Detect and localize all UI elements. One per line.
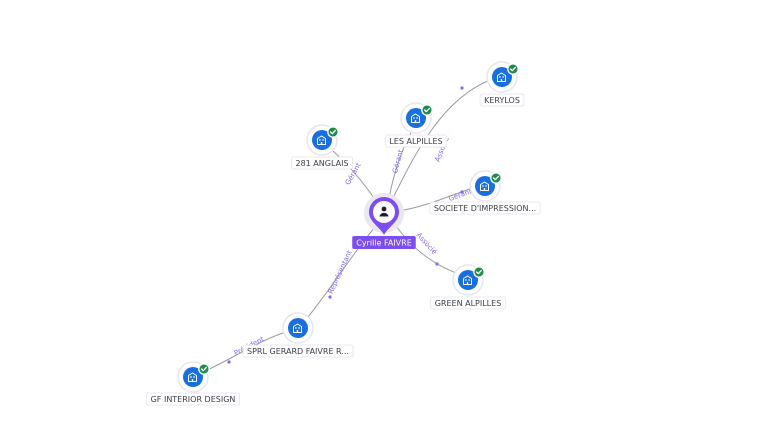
node-core: [288, 318, 308, 338]
node-label: GREEN ALPILLES: [430, 296, 506, 310]
nodes-layer: KERYLOS LES ALPILLES 281 ANGLAIS SOCIETE D'…: [146, 61, 541, 406]
node-societe-impression[interactable]: SOCIETE D'IMPRESSION...: [429, 170, 541, 215]
edge-line: [395, 225, 457, 274]
node-label: KERYLOS: [479, 93, 525, 107]
person-icon: [379, 206, 389, 217]
edge-arrow: [460, 86, 464, 90]
verified-check-icon: [327, 126, 339, 138]
node-label: 281 ANGLAIS: [291, 156, 353, 170]
building-icon: [463, 275, 472, 285]
edge-arrow: [460, 190, 464, 194]
edge-arrow: [328, 295, 332, 299]
center-node[interactable]: Cyrille FAIVRE: [352, 193, 416, 249]
building-icon: [293, 323, 302, 333]
node-label: SOCIETE D'IMPRESSION...: [429, 201, 541, 215]
node-core: [183, 367, 203, 387]
node-label-text: GREEN ALPILLES: [435, 299, 502, 308]
node-kerylos[interactable]: KERYLOS: [479, 61, 525, 107]
edge-line: [391, 79, 491, 201]
verified-check-icon: [507, 63, 519, 75]
node-label-text: SPRL GERARD FAIVRE R...: [247, 347, 349, 356]
node-gf-interior[interactable]: GF INTERIOR DESIGN: [146, 361, 240, 406]
node-label-text: GF INTERIOR DESIGN: [151, 395, 236, 404]
edge-label: Représentant: [327, 249, 354, 295]
edge-green-alpilles: Associé: [395, 225, 457, 274]
center-label: Cyrille FAIVRE: [352, 236, 416, 249]
node-281-anglais[interactable]: 281 ANGLAIS: [291, 124, 353, 170]
center-inner: [373, 201, 395, 223]
verified-check-icon: [421, 104, 433, 116]
node-label-text: KERYLOS: [484, 96, 520, 105]
building-icon: [497, 72, 506, 82]
verified-check-icon: [490, 172, 502, 184]
node-les-alpilles[interactable]: LES ALPILLES: [384, 102, 448, 148]
building-icon: [480, 181, 489, 191]
node-label-text: 281 ANGLAIS: [295, 159, 348, 168]
edge-arrow: [227, 360, 231, 364]
building-icon: [188, 372, 197, 382]
node-label-text: SOCIETE D'IMPRESSION...: [434, 204, 536, 213]
node-core: [406, 108, 426, 128]
node-label: SPRL GERARD FAIVRE R...: [242, 344, 354, 358]
edge-label: Associé: [415, 231, 439, 256]
edges-layer: AssociéGérantGérantGérantAssociéReprésen…: [204, 79, 491, 372]
edge-line: [307, 225, 377, 318]
node-green-alpilles[interactable]: GREEN ALPILLES: [430, 264, 506, 310]
building-icon: [411, 113, 420, 123]
center-label-text: Cyrille FAIVRE: [356, 239, 412, 248]
edge-label: Gérant: [448, 187, 474, 203]
verified-check-icon: [198, 363, 210, 375]
node-core: [475, 176, 495, 196]
edge-label: Gérant: [391, 149, 405, 175]
edge-arrow: [435, 262, 439, 266]
node-core: [492, 67, 512, 87]
edge-line: [331, 149, 377, 202]
node-sprl-gerard[interactable]: SPRL GERARD FAIVRE R...: [242, 312, 354, 358]
verified-check-icon: [473, 266, 485, 278]
node-label-text: LES ALPILLES: [389, 137, 442, 146]
node-label: LES ALPILLES: [384, 134, 448, 148]
node-core: [458, 270, 478, 290]
building-icon: [317, 135, 326, 145]
node-label: GF INTERIOR DESIGN: [146, 392, 240, 406]
node-core: [312, 130, 332, 150]
